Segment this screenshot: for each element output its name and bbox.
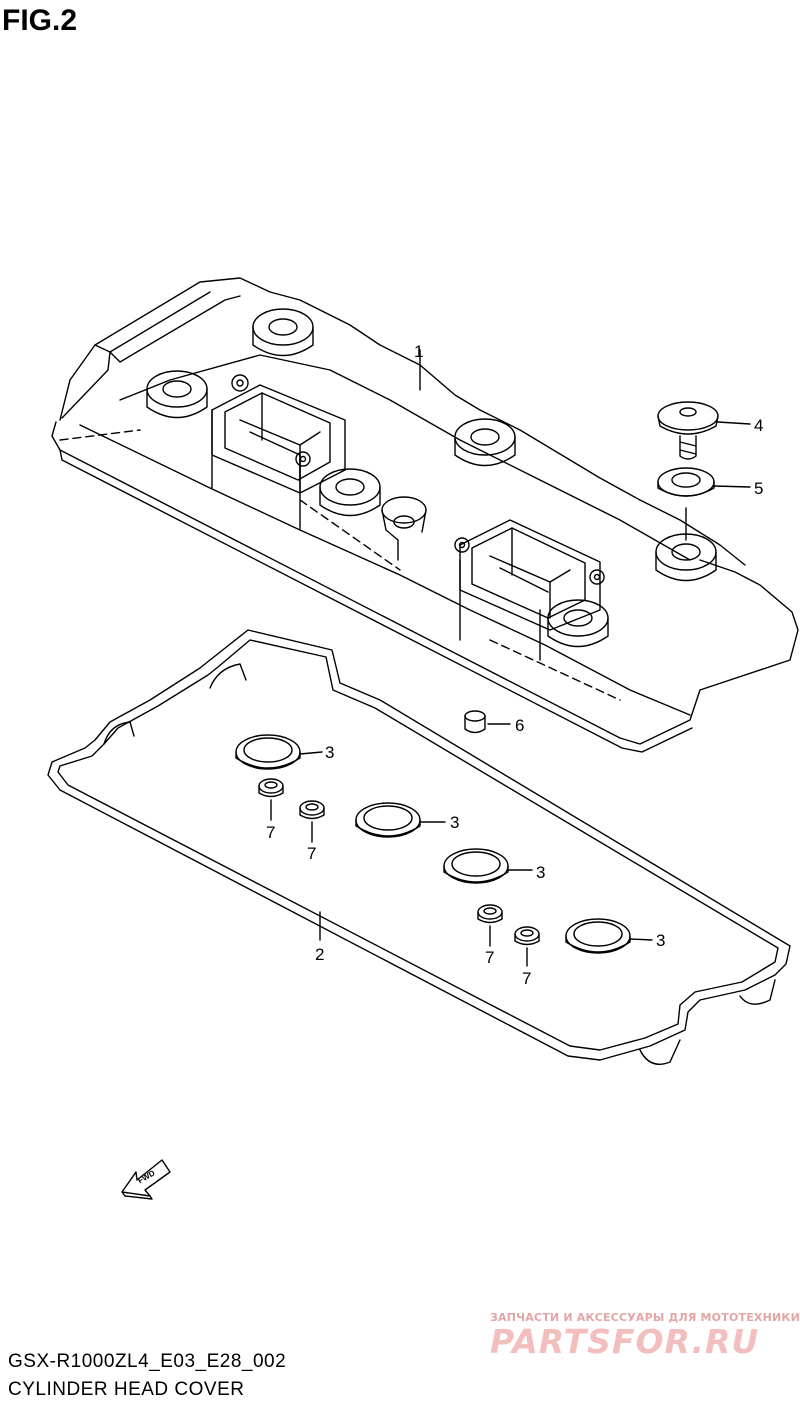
callout-3b: 3 xyxy=(450,813,459,832)
callout-3d: 3 xyxy=(656,931,665,950)
fwd-arrow-icon xyxy=(121,1159,171,1200)
callout-7c: 7 xyxy=(485,948,494,967)
callout-6: 6 xyxy=(515,716,524,735)
callout-3a: 3 xyxy=(325,743,334,762)
callout-7b: 7 xyxy=(307,844,316,863)
section-title: CYLINDER HEAD COVER xyxy=(8,1379,245,1400)
callout-7d: 7 xyxy=(522,969,531,988)
watermark-logo: PARTSFOR.RU xyxy=(490,1322,760,1361)
dowel-pin-part-6 xyxy=(464,710,511,734)
callout-7a: 7 xyxy=(266,823,275,842)
figure-title: FIG.2 xyxy=(2,4,78,37)
washer-part-5 xyxy=(657,467,751,497)
gasket-part-2 xyxy=(47,629,791,1065)
cylinder-head-cover xyxy=(51,277,799,753)
bolt-part-4 xyxy=(657,401,751,460)
plug-seal-part-3 xyxy=(235,734,653,954)
watermark-tagline: ЗАПЧАСТИ И АКСЕССУАРЫ ДЛЯ МОТОТЕХНИКИ xyxy=(490,1311,800,1324)
callout-2: 2 xyxy=(315,945,324,964)
callout-1: 1 xyxy=(414,342,423,361)
model-code: GSX-R1000ZL4_E03_E28_002 xyxy=(8,1351,287,1372)
small-seal-part-7 xyxy=(258,778,540,967)
callout-5: 5 xyxy=(754,479,763,498)
callout-3c: 3 xyxy=(536,863,545,882)
callout-4: 4 xyxy=(754,416,763,435)
